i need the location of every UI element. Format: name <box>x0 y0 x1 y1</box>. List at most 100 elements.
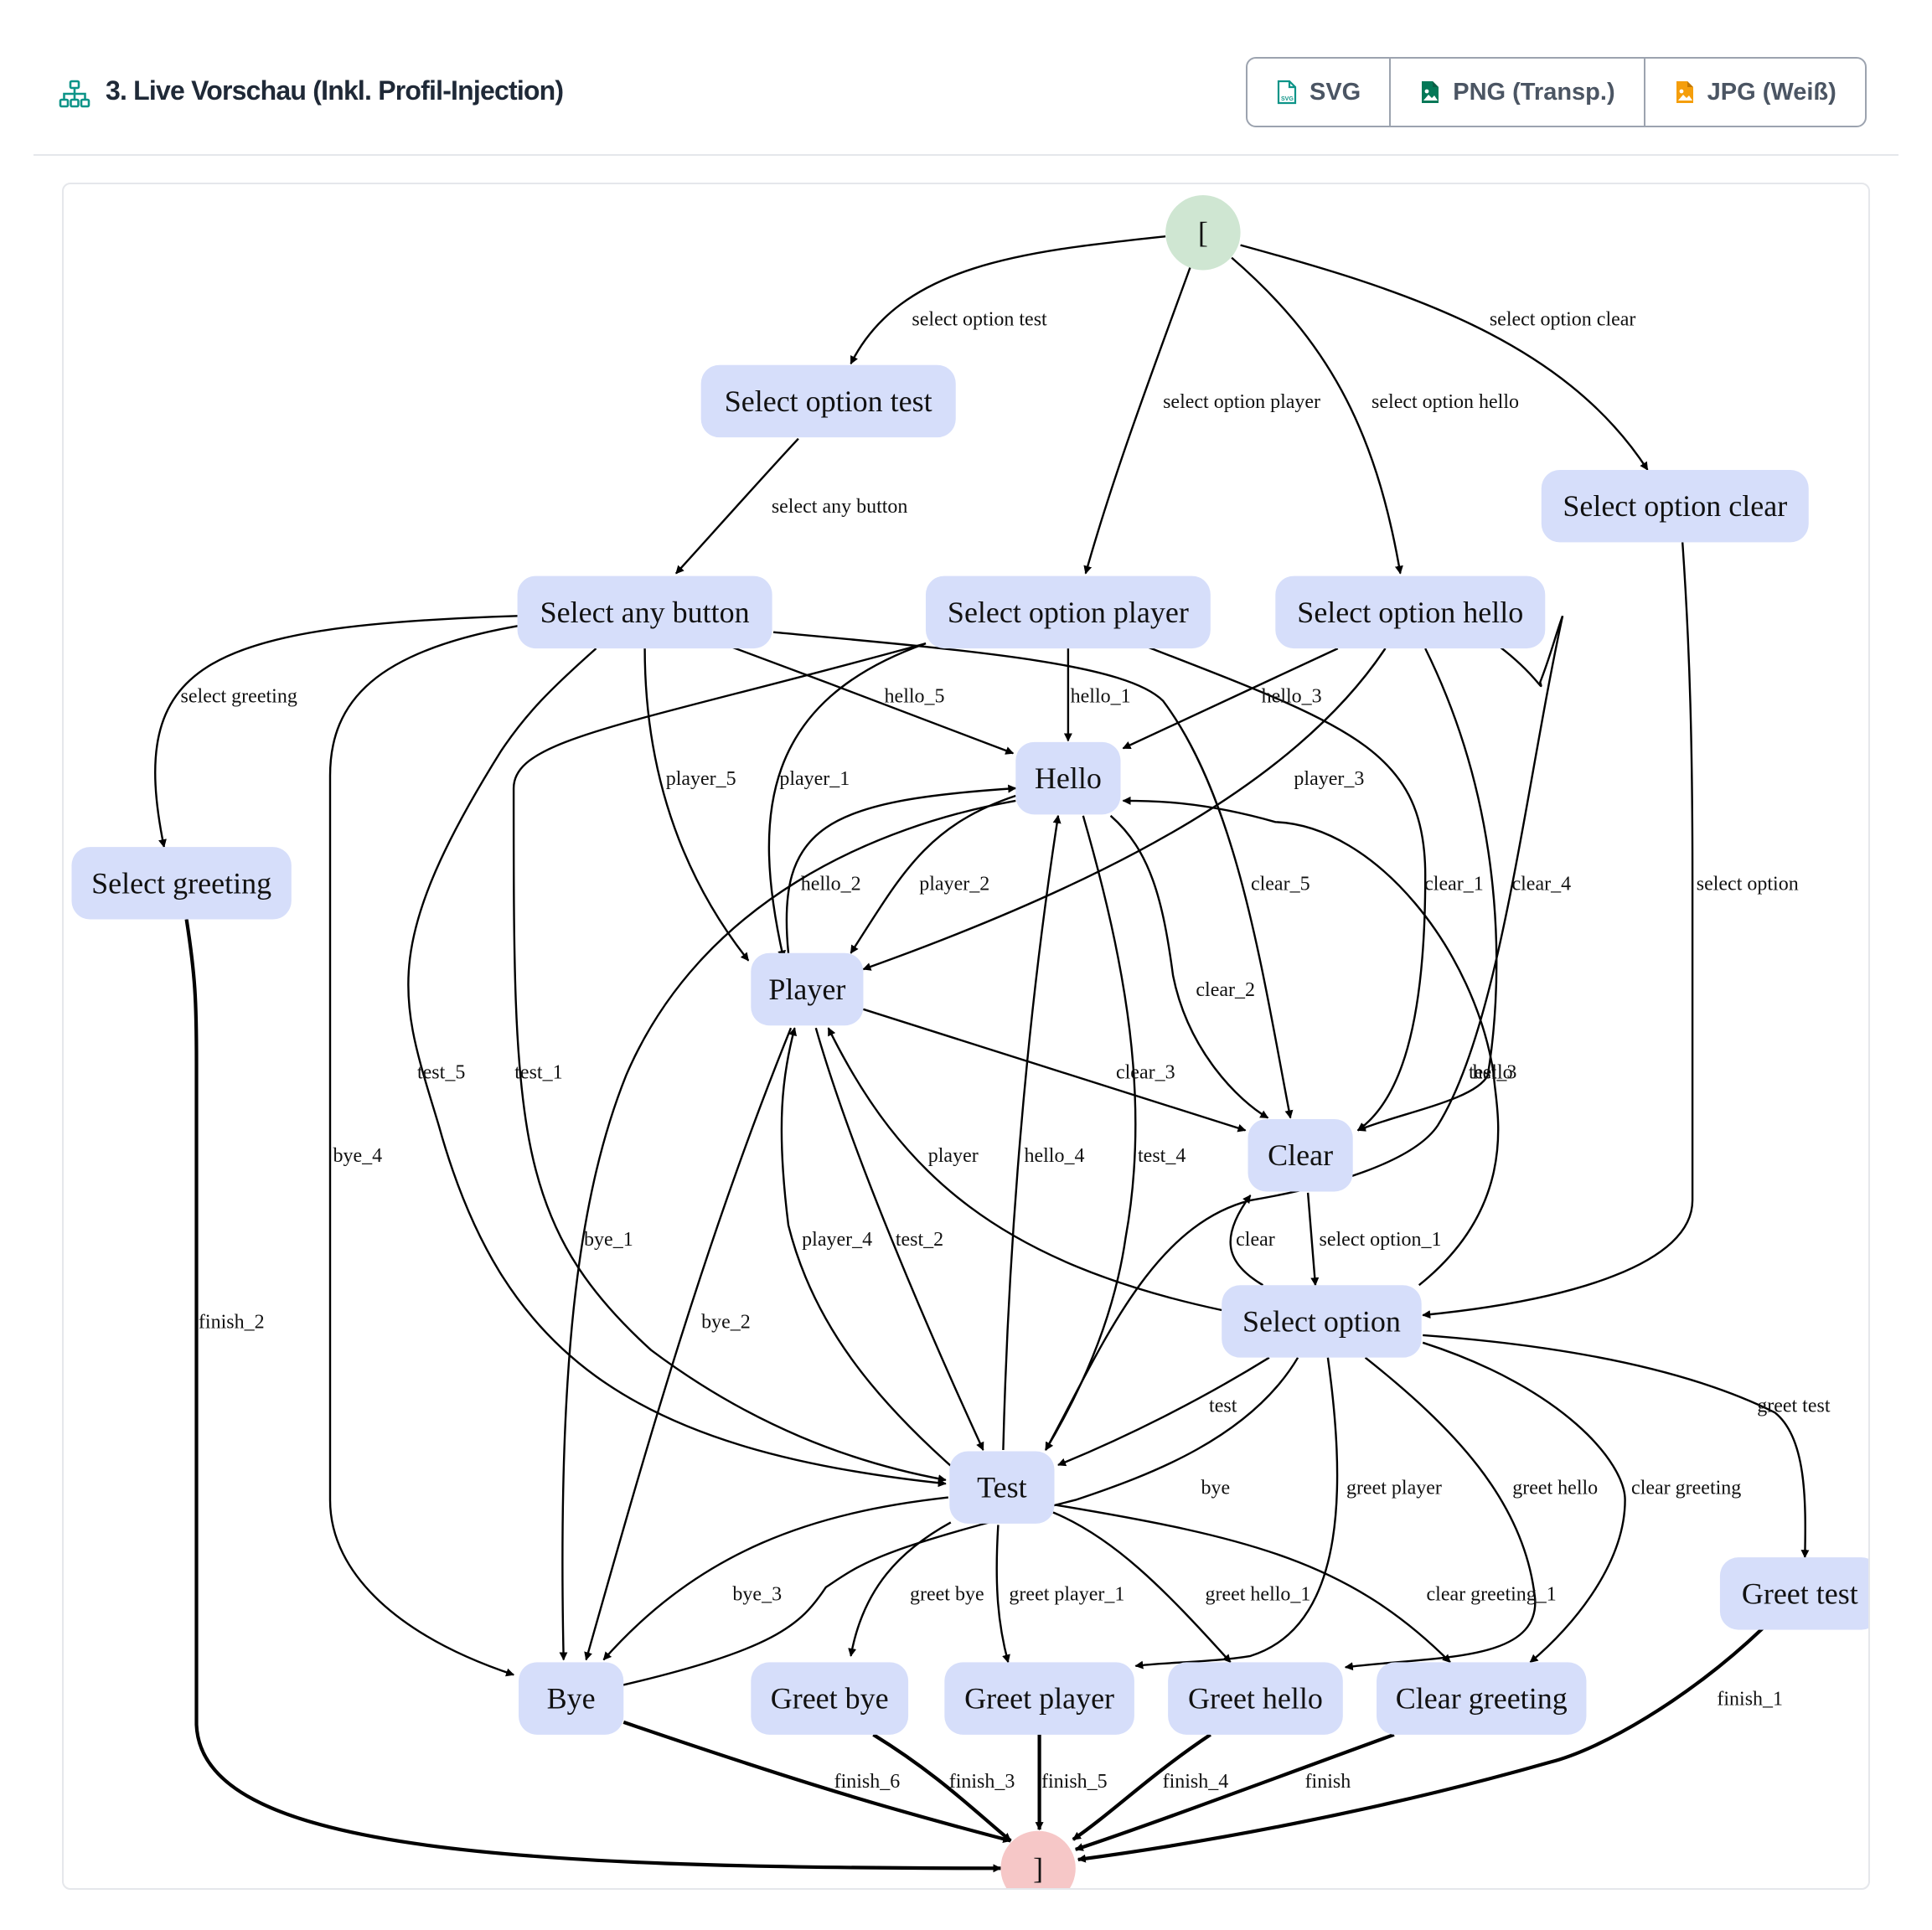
node-shape <box>1248 1118 1353 1192</box>
edge-start-to-sop <box>1083 266 1192 575</box>
export-png-button[interactable]: PNG (Transp.) <box>1389 59 1643 126</box>
node-soc[interactable]: Select option clear <box>1541 469 1809 543</box>
node-shape <box>751 952 864 1026</box>
edge-label: clear_1 <box>1424 873 1484 895</box>
node-label: Select option hello <box>1297 596 1523 629</box>
edge-test-to-gb <box>848 1521 952 1657</box>
node-end[interactable]: ] <box>1000 1830 1076 1888</box>
edge-label: select greeting <box>181 686 297 708</box>
node-start[interactable]: [ <box>1165 195 1241 271</box>
edge-label: bye_3 <box>732 1583 782 1605</box>
node-shape <box>700 364 956 438</box>
export-jpg-button[interactable]: JPG (Weiß) <box>1643 59 1865 126</box>
node-gb[interactable]: Greet bye <box>751 1662 909 1735</box>
edge-label: finish_6 <box>834 1771 901 1793</box>
edge-label: clear greeting <box>1631 1478 1741 1499</box>
edge-sab-to-test <box>407 648 947 1488</box>
edge-test-to-gp <box>995 1525 1010 1664</box>
edge-cg-to-end <box>1074 1732 1395 1851</box>
image-file-icon <box>1676 81 1693 103</box>
node-bye[interactable]: Bye <box>519 1662 624 1735</box>
edge-sg-to-end <box>184 919 1002 1873</box>
node-shape <box>1377 1662 1587 1735</box>
edge-label: greet bye <box>910 1583 984 1605</box>
edge-sop-to-clear <box>1147 646 1427 1132</box>
node-label: Select option clear <box>1563 489 1787 523</box>
edge-label: player <box>928 1145 979 1167</box>
edge-sop-to-test <box>512 642 947 1484</box>
edge-test-to-gh <box>1052 1511 1232 1664</box>
edge-start-to-sot <box>850 235 1166 365</box>
edge-so-to-gh <box>1344 1356 1537 1671</box>
edge-sab-to-clear <box>772 631 1294 1119</box>
node-gp[interactable]: Greet player <box>944 1662 1134 1735</box>
node-sop[interactable]: Select option player <box>925 575 1211 649</box>
node-label: Select any button <box>540 596 750 629</box>
node-label: Player <box>768 973 845 1006</box>
edge-label: finish_2 <box>199 1311 265 1333</box>
edge-so-to-test <box>1057 1356 1270 1467</box>
edge-sab-to-bye <box>328 625 518 1677</box>
node-shape <box>944 1662 1134 1735</box>
node-label: ] <box>1033 1851 1043 1885</box>
node-soh[interactable]: Select option hello <box>1275 575 1546 649</box>
edge-label: hello <box>1473 1061 1513 1083</box>
edge-label: finish_1 <box>1717 1689 1783 1711</box>
edge-gh-to-end <box>1072 1733 1211 1841</box>
node-shape <box>949 1451 1055 1524</box>
edge-so-to-hello <box>1122 796 1500 1287</box>
edge-hello-to-bye <box>559 799 1016 1661</box>
edge-so-to-cg <box>1422 1341 1626 1664</box>
node-gt[interactable]: Greet test <box>1719 1557 1868 1630</box>
node-player[interactable]: Player <box>751 952 864 1026</box>
node-label: Bye <box>547 1682 596 1716</box>
node-label: Clear greeting <box>1396 1682 1568 1716</box>
edge-label: greet player <box>1346 1478 1442 1499</box>
edge-label: select option <box>1697 873 1799 895</box>
edge-so-to-gt <box>1423 1334 1810 1559</box>
node-sot[interactable]: Select option test <box>700 364 956 438</box>
edge-label: clear greeting_1 <box>1427 1583 1557 1605</box>
node-sab[interactable]: Select any button <box>517 575 772 649</box>
export-svg-button[interactable]: SVG SVG <box>1248 59 1389 126</box>
node-shape <box>519 1662 624 1735</box>
export-svg-label: SVG <box>1310 78 1361 106</box>
edge-label: greet player_1 <box>1009 1583 1124 1605</box>
edge-label: player_1 <box>779 768 850 790</box>
node-so[interactable]: Select option <box>1222 1285 1422 1358</box>
edge-clear-to-so <box>1306 1192 1320 1287</box>
edge-label: finish_4 <box>1163 1771 1229 1793</box>
node-clear[interactable]: Clear <box>1248 1118 1353 1192</box>
node-label: Greet player <box>964 1682 1114 1716</box>
edge-label: test_4 <box>1138 1145 1186 1167</box>
preview-header: 3. Live Vorschau (Inkl. Profil-Injection… <box>34 50 1893 134</box>
node-hello[interactable]: Hello <box>1015 741 1121 815</box>
edge-label: clear_4 <box>1511 873 1571 895</box>
export-jpg-label: JPG (Weiß) <box>1707 78 1836 106</box>
edge-test-to-hello <box>1002 814 1062 1451</box>
node-label: Greet hello <box>1188 1682 1323 1716</box>
edge-sab-to-sg <box>154 615 518 849</box>
node-shape <box>1168 1662 1343 1735</box>
edge-so-to-gp <box>1134 1357 1339 1669</box>
node-sg[interactable]: Select greeting <box>71 847 292 920</box>
node-label: Hello <box>1035 761 1102 795</box>
edge-label: select any button <box>772 496 908 518</box>
node-cg[interactable]: Clear greeting <box>1377 1662 1587 1735</box>
edge-player-to-clear <box>863 1008 1247 1133</box>
node-shape <box>71 847 292 920</box>
node-shape <box>751 1662 909 1735</box>
edge-label: bye_1 <box>584 1229 633 1251</box>
node-label: Select option test <box>725 384 932 418</box>
edge-bye-to-end <box>622 1720 1012 1844</box>
edge-label: hello_4 <box>1024 1145 1084 1167</box>
node-test[interactable]: Test <box>949 1451 1055 1524</box>
node-gh[interactable]: Greet hello <box>1168 1662 1343 1735</box>
edge-label: select option hello <box>1372 391 1519 413</box>
edge-label: greet hello_1 <box>1205 1583 1310 1605</box>
node-shape <box>1015 741 1121 815</box>
edge-label: player_3 <box>1294 768 1364 790</box>
edge-label: hello_2 <box>801 873 861 895</box>
edge-start-to-soh <box>1231 256 1403 575</box>
edge-label: hello_3 <box>1262 686 1322 708</box>
